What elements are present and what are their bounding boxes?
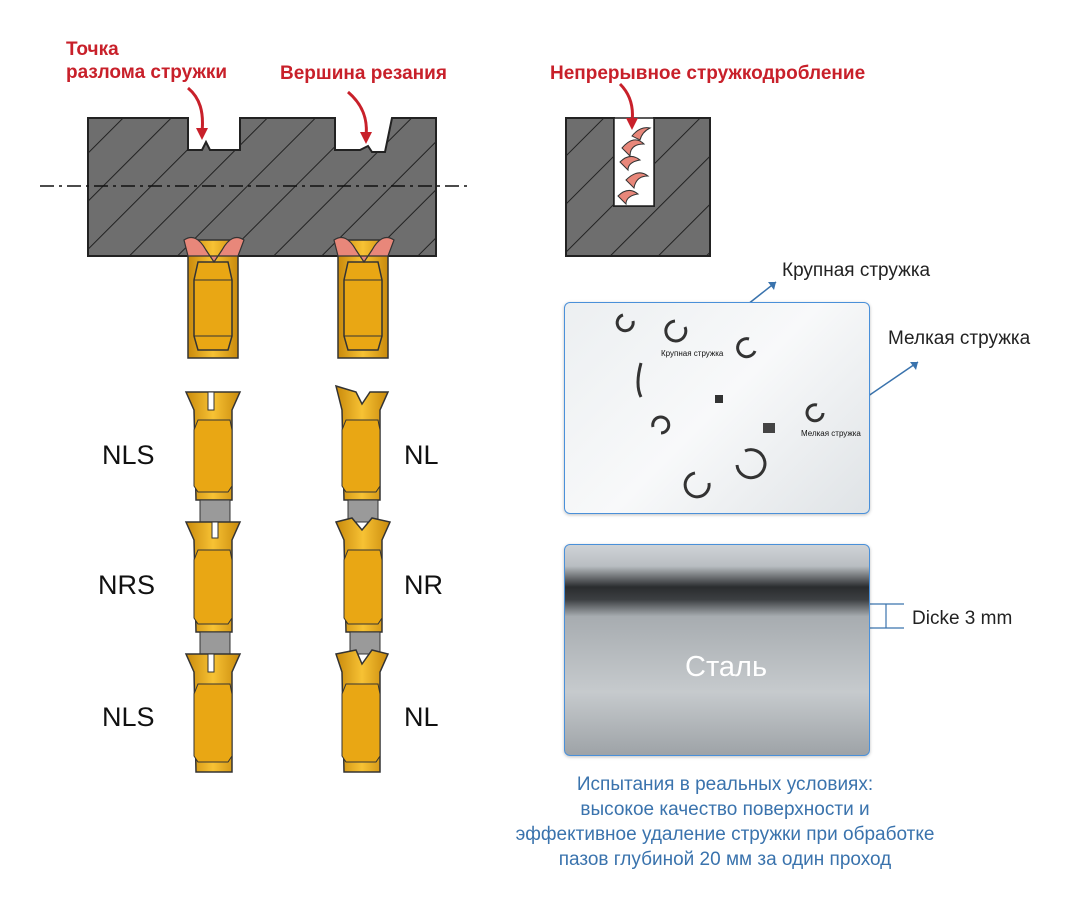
insert-code-nl-1: NL	[404, 440, 439, 470]
chip-photo: Крупная стружка Мелкая стружка	[564, 302, 870, 514]
workpiece-cross-section	[87, 117, 437, 257]
coarse-chip-label: Крупная стружка	[782, 260, 931, 281]
insert-tool-right	[333, 237, 395, 359]
insert-code-nl-2: NL	[404, 702, 439, 732]
insert-stack-left	[184, 391, 242, 773]
coarse-chip-small-label: Крупная стружка	[661, 349, 724, 358]
thickness-label: Dicke 3 mm	[912, 608, 1013, 629]
insert-code-nls-2: NLS	[102, 702, 155, 732]
test-caption: Испытания в реальных условиях: высокое к…	[515, 774, 935, 870]
insert-code-nr: NR	[404, 570, 443, 600]
continuous-chip-breaking-label: Непрерывное стружкодробление	[550, 63, 866, 84]
fine-chip-label: Мелкая стружка	[888, 328, 1031, 349]
chip-photo-art	[615, 313, 825, 499]
fine-chip-small-label: Мелкая стружка	[801, 429, 861, 438]
continuous-chip-section	[565, 82, 711, 257]
cutting-tip-label: Вершина резания	[280, 63, 447, 84]
chip-break-point-label: Точка разлома стружки	[66, 39, 228, 83]
arrow-cutting-tip	[347, 90, 368, 137]
insert-tool-left	[183, 237, 245, 359]
arrow-chip-break	[186, 86, 204, 133]
insert-code-nrs: NRS	[98, 570, 156, 600]
insert-code-nls-1: NLS	[102, 440, 155, 470]
insert-stack-right	[334, 384, 392, 773]
steel-label: Сталь	[685, 651, 768, 683]
steel-photo: Сталь	[564, 544, 870, 756]
